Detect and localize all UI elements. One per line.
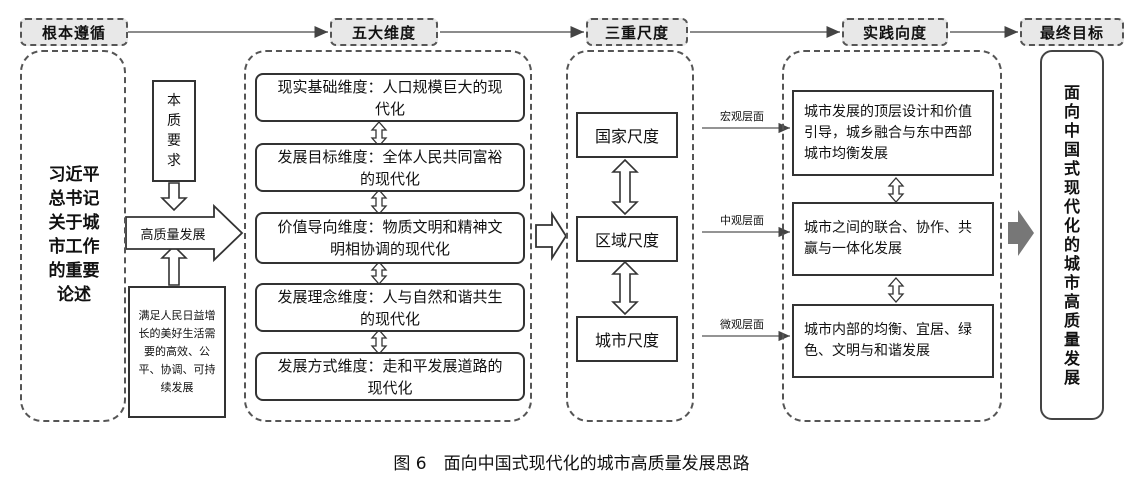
scale-level-label: 宏观层面 xyxy=(720,110,764,123)
up-arrow-icon xyxy=(160,244,188,286)
dimension-item: 现实基础维度：人口规模巨大的现代化 xyxy=(255,73,525,122)
practice-item: 城市之间的联合、协作、共赢与一体化发展 xyxy=(792,202,994,276)
goal-box: 面向中国式现代化的城市高质量发展 xyxy=(1040,50,1104,420)
essence-label: 本质要求 xyxy=(152,80,196,182)
scale-level-label: 中观层面 xyxy=(720,214,764,227)
essence-detail: 满足人民日益增长的美好生活需要的高效、公平、协调、可持续发展 xyxy=(128,286,226,418)
scale-item: 国家尺度 xyxy=(576,112,678,158)
scale-item: 区域尺度 xyxy=(576,216,678,262)
right-arrow-icon xyxy=(535,210,568,262)
header-dimensions: 五大维度 xyxy=(330,18,438,46)
practice-group xyxy=(782,50,1002,422)
double-arrow-icon xyxy=(887,177,905,303)
dimensions-group xyxy=(244,50,532,422)
header-scales: 三重尺度 xyxy=(586,18,688,46)
dimension-item: 发展理念维度：人与自然和谐共生的现代化 xyxy=(255,283,525,332)
foundation-group xyxy=(20,50,126,422)
down-arrow-icon xyxy=(160,182,188,212)
header-logic: 根本遵循 xyxy=(20,18,128,46)
scale-item: 城市尺度 xyxy=(576,316,678,362)
double-arrow-icon xyxy=(370,121,388,355)
right-arrow-icon xyxy=(125,203,244,263)
dimension-item: 发展目标维度：全体人民共同富裕的现代化 xyxy=(255,143,525,192)
double-arrow-icon xyxy=(611,158,639,316)
scale-level-label: 微观层面 xyxy=(720,318,764,331)
dimension-item: 发展方式维度：走和平发展道路的现代化 xyxy=(255,352,525,401)
header-practice: 实践向度 xyxy=(842,18,948,46)
scales-group xyxy=(566,50,694,422)
figure-caption: 图 6 面向中国式现代化的城市高质量发展思路 xyxy=(393,453,750,474)
essence-core: 高质量发展 xyxy=(140,227,206,243)
goal-text: 面向中国式现代化的城市高质量发展 xyxy=(1063,83,1080,387)
practice-item: 城市发展的顶层设计和价值引导，城乡融合与东中西部城市均衡发展 xyxy=(792,90,994,176)
solid-arrow-icon xyxy=(1008,210,1034,256)
header-goal: 最终目标 xyxy=(1020,18,1124,46)
level-arrow-line xyxy=(702,122,790,342)
practice-item: 城市内部的均衡、宜居、绿色、文明与和谐发展 xyxy=(792,304,994,378)
foundation-text: 习近平总书记关于城市工作的重要论述 xyxy=(48,165,100,305)
dimension-item: 价值导向维度：物质文明和精神文明相协调的现代化 xyxy=(255,212,525,264)
